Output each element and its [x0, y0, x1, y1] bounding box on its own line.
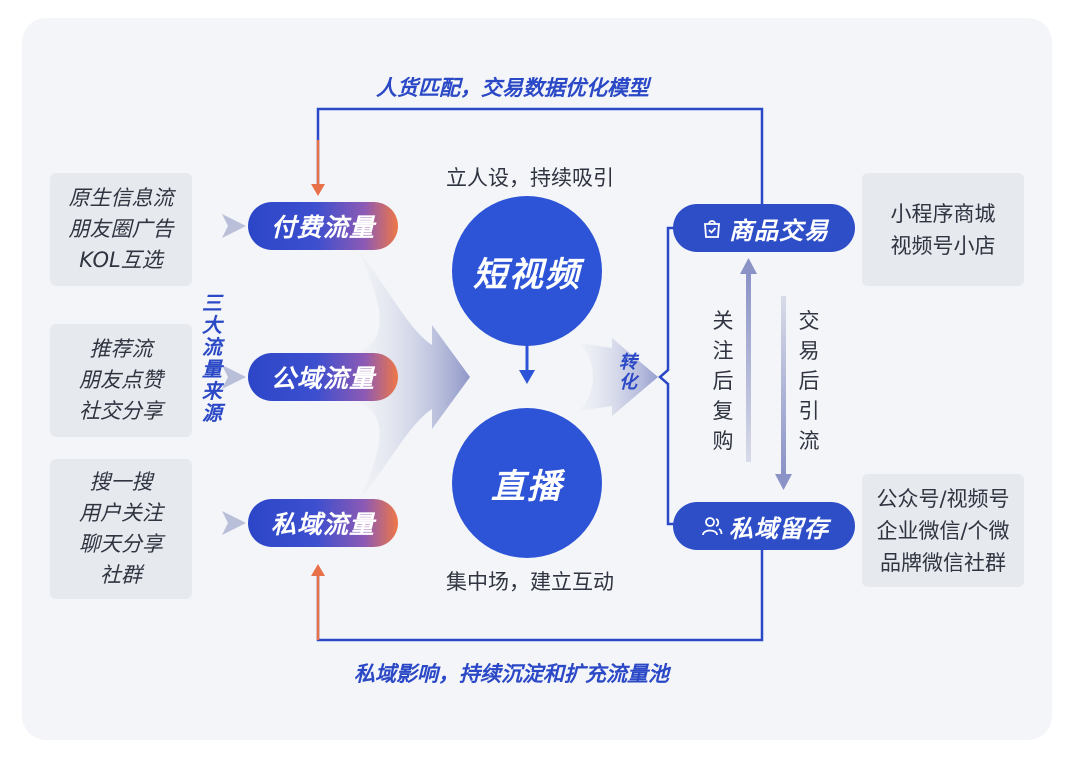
destination-line: 企业微信/个微	[876, 518, 1010, 543]
source-line: 推荐流	[89, 337, 153, 361]
short-video-circle: 短视频	[452, 196, 602, 346]
up-arrow-icon	[740, 258, 757, 274]
repurchase-label: 关注后复购	[712, 309, 734, 453]
retain-pill: 私域留存	[673, 502, 855, 550]
private-traffic-pill: 私域流量	[248, 499, 398, 547]
convert-arrow	[578, 338, 658, 416]
destination-line: 品牌微信社群	[880, 550, 1006, 575]
source-chevron	[222, 511, 246, 535]
retain-label: 私域留存	[729, 514, 829, 543]
traffic-source-label: 三大流量来源	[202, 291, 222, 425]
source-box-public: 推荐流 朋友点赞 社交分享	[50, 324, 192, 437]
destination-line: 小程序商城	[890, 201, 996, 226]
short-video-caption: 立人设，持续吸引	[446, 166, 614, 190]
diagram-panel	[22, 18, 1052, 740]
loop-arrowhead	[311, 184, 325, 196]
down-arrow-icon	[519, 370, 535, 384]
bag-check-icon	[699, 215, 725, 241]
paid-traffic-pill: 付费流量	[248, 202, 398, 250]
source-line: 搜一搜	[89, 470, 153, 494]
down-arrow-icon	[775, 474, 792, 490]
top-loop-label: 人货匹配，交易数据优化模型	[376, 76, 649, 100]
brace	[658, 226, 680, 526]
destination-line: 公众号/视频号	[876, 486, 1010, 511]
source-chevron	[222, 365, 246, 389]
source-line: KOL互选	[79, 248, 163, 272]
post-trade-label: 交易后引流	[798, 309, 820, 453]
trade-label: 商品交易	[729, 216, 829, 245]
source-box-paid: 原生信息流 朋友圈广告 KOL互选	[50, 173, 192, 286]
destination-box-retain: 公众号/视频号 企业微信/个微 品牌微信社群	[862, 474, 1024, 587]
users-icon	[699, 513, 725, 539]
source-chevron	[222, 214, 246, 238]
destination-box-trade: 小程序商城 视频号小店	[862, 173, 1024, 286]
source-line: 原生信息流	[68, 186, 174, 210]
source-line: 朋友圈广告	[68, 217, 174, 241]
live-circle: 直播	[452, 408, 602, 558]
live-caption: 集中场，建立互动	[446, 570, 614, 594]
source-line: 朋友点赞	[79, 368, 163, 392]
public-traffic-pill: 公域流量	[248, 353, 398, 401]
source-line: 社交分享	[79, 399, 163, 423]
source-line: 社群	[100, 563, 142, 587]
convert-label: 转化	[619, 352, 637, 393]
destination-line: 视频号小店	[890, 233, 996, 258]
loop-arrowhead	[311, 564, 325, 576]
source-box-private: 搜一搜 用户关注 聊天分享 社群	[50, 459, 192, 599]
traffic-funnel	[360, 252, 470, 500]
bottom-loop-label: 私域影响，持续沉淀和扩充流量池	[354, 662, 669, 686]
trade-pill: 商品交易	[673, 204, 855, 252]
source-line: 聊天分享	[79, 532, 163, 556]
source-line: 用户关注	[79, 501, 163, 525]
